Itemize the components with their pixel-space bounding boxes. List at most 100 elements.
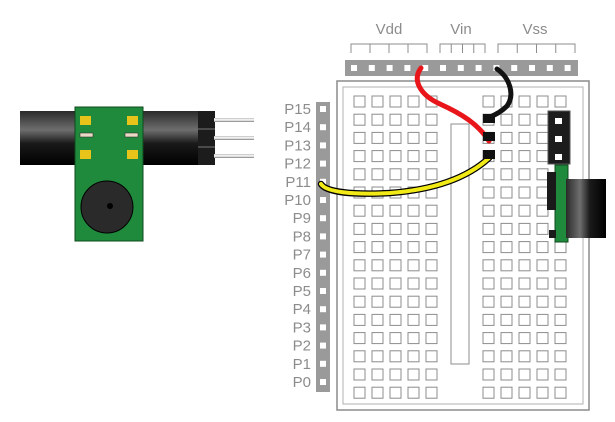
breadboard-hole <box>518 295 531 308</box>
breadboard-hole <box>371 259 384 272</box>
breadboard-hole <box>425 295 438 308</box>
breadboard-hole <box>389 277 402 290</box>
pin-label: P2 <box>293 338 311 355</box>
wires <box>317 65 514 197</box>
pcb-pad <box>80 150 91 159</box>
breadboard-hole <box>353 95 366 108</box>
breadboard-hole <box>554 350 567 363</box>
breadboard-hole <box>407 332 420 345</box>
breadboard-hole <box>518 332 531 345</box>
breadboard-hole <box>425 368 438 381</box>
breadboard-hole <box>554 386 567 399</box>
breadboard-hole <box>518 150 531 163</box>
io-socket <box>320 324 326 331</box>
breadboard-hole <box>425 168 438 181</box>
breadboard-hole <box>554 259 567 272</box>
breadboard-hole <box>554 277 567 290</box>
breadboard-hole <box>425 150 438 163</box>
io-socket <box>320 106 326 112</box>
io-socket <box>320 233 326 240</box>
power-socket <box>546 65 553 71</box>
pin-label: P15 <box>284 101 311 118</box>
breadboard-hole <box>482 95 495 108</box>
pin-label: P8 <box>293 228 311 245</box>
breadboard-hole <box>407 241 420 254</box>
breadboard-hole <box>353 168 366 181</box>
breadboard-hole <box>353 386 366 399</box>
breadboard-hole <box>389 168 402 181</box>
breadboard-hole <box>407 95 420 108</box>
breadboard-hole <box>407 168 420 181</box>
breadboard-hole <box>482 241 495 254</box>
wire-plug <box>483 150 495 159</box>
breadboard-hole <box>353 313 366 326</box>
breadboard-hole <box>518 222 531 235</box>
speaker-module-installed <box>547 110 606 243</box>
breadboard-hole <box>518 241 531 254</box>
breadboard-hole <box>500 259 513 272</box>
breadboard-hole <box>371 386 384 399</box>
breadboard-hole <box>536 186 549 199</box>
breadboard-hole <box>554 332 567 345</box>
breadboard-hole <box>554 313 567 326</box>
breadboard-hole <box>353 150 366 163</box>
breadboard-hole <box>554 368 567 381</box>
breadboard-hole <box>389 332 402 345</box>
breadboard-hole <box>353 204 366 217</box>
breadboard-hole <box>407 350 420 363</box>
pcb-pad <box>127 116 138 125</box>
power-socket <box>529 65 535 71</box>
breadboard-hole <box>554 295 567 308</box>
breadboard-hole <box>500 204 513 217</box>
header-pin <box>214 154 254 158</box>
breadboard-hole <box>353 259 366 272</box>
pcb-pad <box>127 150 138 159</box>
io-socket <box>320 306 326 313</box>
breadboard-hole <box>536 386 549 399</box>
breadboard-hole <box>425 222 438 235</box>
red-wire <box>414 65 492 144</box>
io-socket <box>320 142 326 149</box>
io-socket <box>320 288 326 294</box>
pin-label: P0 <box>293 374 311 391</box>
breadboard-hole <box>353 222 366 235</box>
breadboard-hole <box>389 386 402 399</box>
pin-label: P7 <box>293 247 311 264</box>
pin-label: P6 <box>293 265 311 282</box>
breadboard-hole <box>425 241 438 254</box>
breadboard-hole <box>536 168 549 181</box>
breadboard-hole <box>500 313 513 326</box>
breadboard-hole <box>482 313 495 326</box>
power-socket <box>440 65 446 71</box>
breadboard-hole <box>518 204 531 217</box>
power-socket <box>511 65 518 71</box>
supply-labels: Vdd Vin Vss <box>350 21 576 53</box>
breadboard-hole <box>371 168 384 181</box>
breadboard-hole <box>536 332 549 345</box>
breadboard-hole <box>500 277 513 290</box>
breadboard-hole <box>371 350 384 363</box>
io-socket <box>320 160 326 167</box>
breadboard-hole <box>407 259 420 272</box>
breadboard-hole <box>518 277 531 290</box>
breadboard-hole <box>371 368 384 381</box>
breadboard-hole <box>518 168 531 181</box>
breadboard-hole <box>389 368 402 381</box>
breadboard-hole <box>500 386 513 399</box>
breadboard-hole <box>371 222 384 235</box>
breadboard-hole <box>536 350 549 363</box>
breadboard-hole <box>425 204 438 217</box>
pin-label: P1 <box>293 356 311 373</box>
breadboard-hole <box>482 222 495 235</box>
breadboard-hole <box>482 386 495 399</box>
breadboard-hole <box>500 113 513 126</box>
breadboard-hole <box>500 186 513 199</box>
power-header <box>345 60 578 76</box>
io-socket <box>320 379 326 385</box>
breadboard-hole <box>371 113 384 126</box>
breadboard-hole <box>407 277 420 290</box>
breadboard-hole <box>353 113 366 126</box>
breadboard-hole <box>518 113 531 126</box>
breadboard-hole <box>371 241 384 254</box>
breadboard-hole <box>536 113 549 126</box>
